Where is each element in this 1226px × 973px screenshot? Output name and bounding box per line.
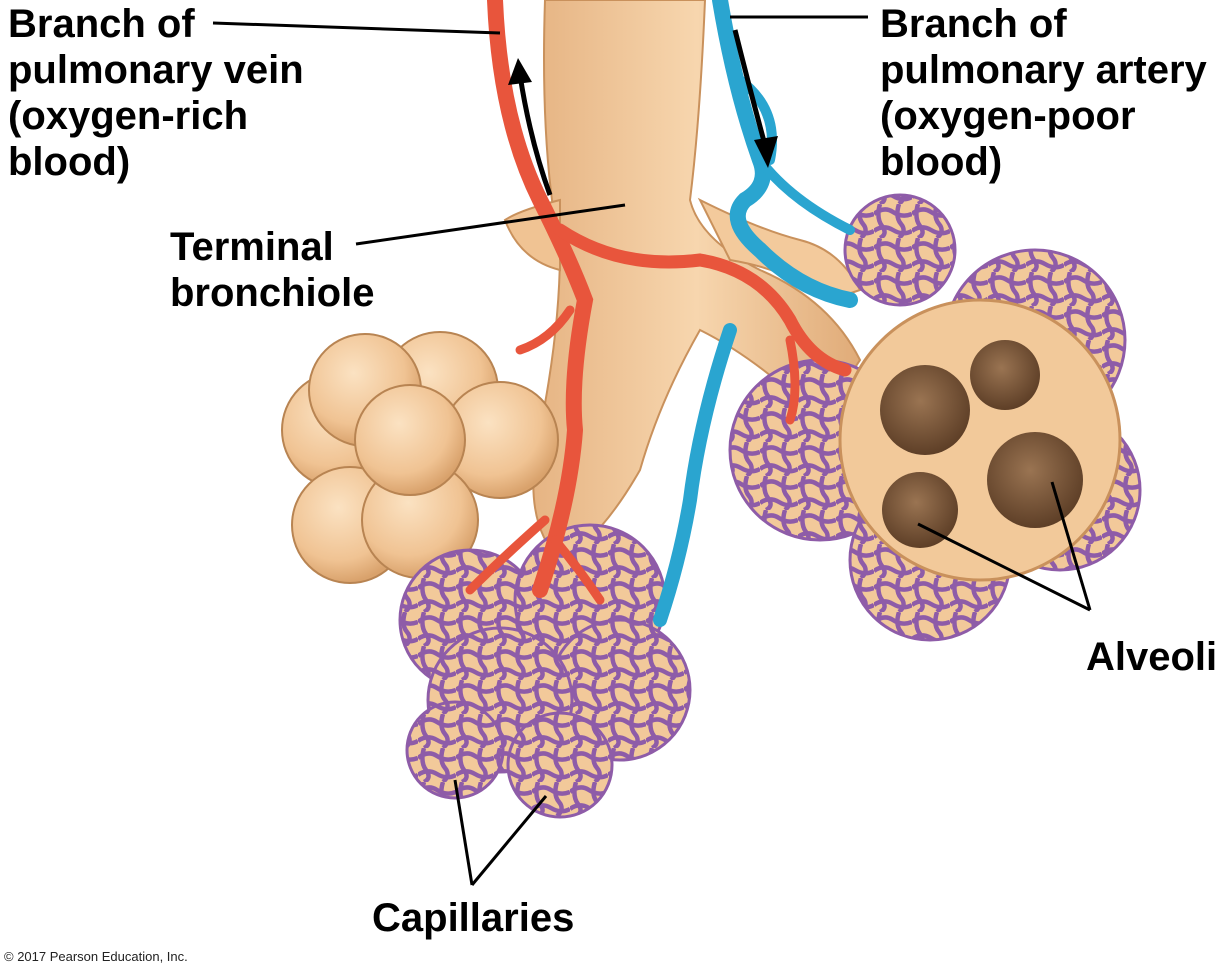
copyright-credit: © 2017 Pearson Education, Inc. (4, 949, 188, 964)
alveoli-leader-line-1 (917, 522, 1091, 612)
label-line: Branch of (8, 2, 195, 46)
label-line: Terminal (170, 225, 334, 269)
artery-flow-arrow (732, 29, 778, 168)
alveoli-label: Alveoli (1086, 635, 1218, 679)
label-line: pulmonary vein (8, 48, 304, 92)
label-line: Branch of (880, 2, 1067, 46)
pulmonary-artery-label: Branch of pulmonary artery (oxygen-poor … (880, 1, 1207, 185)
alveolar-sac-capillaries (398, 523, 692, 819)
capillaries-leader-line-2 (470, 795, 548, 886)
pulmonary-vein-label: Branch of pulmonary vein (oxygen-rich bl… (8, 1, 304, 185)
capillaries-leader-line-1 (453, 779, 474, 886)
bronchiole-leader-line (355, 203, 626, 246)
alveolar-sac-plain (281, 331, 559, 584)
vein-flow-arrow (508, 58, 553, 196)
label-line: pulmonary artery (880, 48, 1207, 92)
capillaries-label: Capillaries (372, 896, 575, 940)
label-line: (oxygen-rich (8, 94, 249, 138)
label-line: blood) (8, 140, 131, 184)
alveoli-leader-line-2 (1050, 481, 1092, 611)
pulmonary-vein (465, 0, 852, 605)
terminal-bronchiole-label: Terminal bronchiole (170, 224, 374, 316)
vein-leader-line (212, 21, 501, 35)
label-line: bronchiole (170, 271, 375, 315)
label-line: (oxygen-poor (880, 94, 1136, 138)
label-line: blood) (880, 140, 1003, 184)
